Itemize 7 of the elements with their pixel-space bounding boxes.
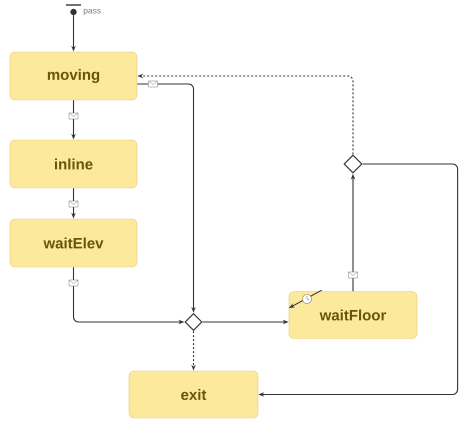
state-box: waitElev xyxy=(10,218,138,268)
start-point xyxy=(66,4,81,16)
state-box: moving xyxy=(10,52,138,100)
state-box: exit xyxy=(128,370,258,418)
state-box: inline xyxy=(10,140,138,188)
node-caption: pass xyxy=(84,8,101,16)
state-box: waitFloor xyxy=(288,291,418,339)
